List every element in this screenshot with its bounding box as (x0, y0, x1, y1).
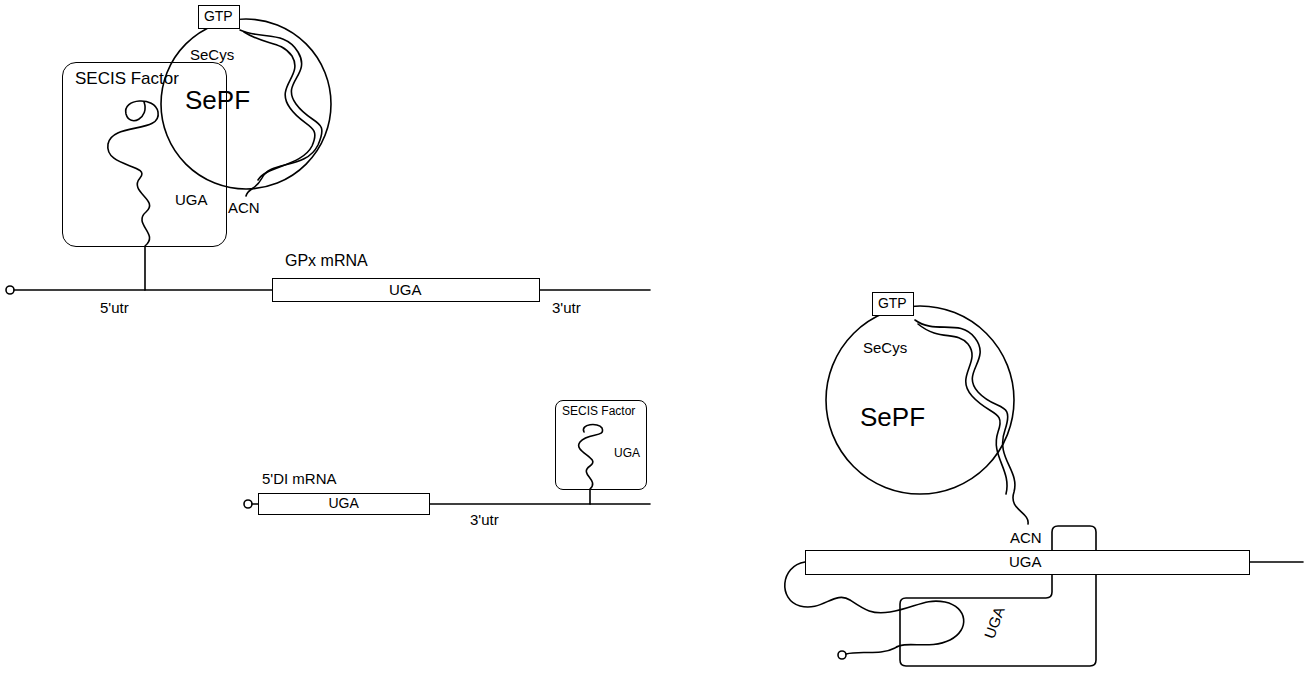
anticodon-label: ACN (1010, 529, 1042, 546)
codon-label: UGA (981, 604, 1008, 640)
mrna-line (1250, 561, 1303, 563)
secis-factor-box: SECIS FactorUGA (555, 400, 647, 490)
codon-label: UGA (389, 281, 422, 298)
sepf-circle: SeCysSePFGTP (160, 18, 332, 190)
residue-label: SeCys (190, 46, 234, 63)
circle-outline (826, 306, 1014, 494)
circle-outline (825, 305, 1015, 495)
mrna-name: GPx mRNA (285, 252, 368, 270)
mrna-connector (430, 490, 590, 504)
shape-outline (900, 526, 1096, 666)
coding-region: UGA (258, 493, 430, 515)
mrna-connector (145, 247, 272, 290)
secis-stem-loop (579, 425, 603, 489)
secis-stem-loop (108, 101, 158, 246)
gtp-box: GTP (872, 292, 914, 316)
mrna-line (14, 289, 145, 291)
codon-label: UGA (328, 495, 358, 511)
mrna-cap (6, 286, 14, 294)
anticodon-label: ACN (228, 199, 260, 216)
sepf-circle: SeCysSePFGTP (825, 305, 1015, 495)
mrna-line (785, 562, 964, 654)
coding-region: UGA (272, 278, 540, 302)
gtp-label: GTP (204, 8, 233, 24)
secis-factor-shape: UGA (900, 526, 1096, 666)
trna-strand (918, 324, 1007, 494)
factor-name: SePF (860, 403, 925, 433)
mrna-line (590, 503, 650, 505)
factor-name: SECIS Factor (75, 69, 179, 89)
gtp-box: GTP (198, 5, 240, 29)
circle-outline (161, 19, 331, 189)
utr-label: 5'utr (100, 299, 129, 316)
mrna-name: 5'DI mRNA (262, 470, 337, 487)
factor-name: SECIS Factor (562, 405, 635, 419)
factor-name: SePF (185, 86, 250, 116)
mrna-coding-bar: UGA (805, 550, 1250, 575)
utr-label: 3'utr (552, 299, 581, 316)
codon-label: UGA (614, 447, 640, 461)
codon-label: UGA (175, 191, 208, 208)
secis-factor-box: SECIS FactorUGA (62, 62, 227, 247)
gtp-label: GTP (878, 295, 907, 311)
shape-outline (900, 526, 1096, 666)
trna-strand (244, 32, 315, 180)
trna-strand (240, 30, 322, 196)
codon-label: UGA (1009, 553, 1042, 570)
mrna-cap (244, 500, 252, 508)
residue-label: SeCys (863, 339, 907, 356)
mrna-cap (838, 651, 846, 659)
utr-label: 3'utr (470, 511, 499, 528)
mrna-line (540, 289, 650, 291)
